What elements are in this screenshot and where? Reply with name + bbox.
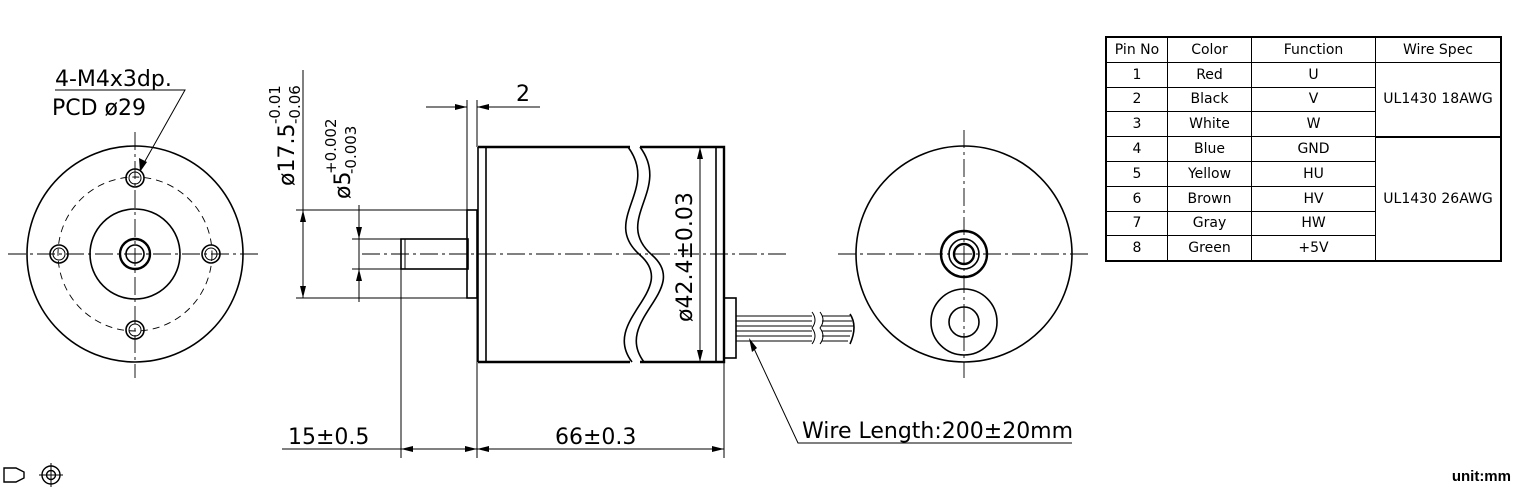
wire-spec-signal: UL1430 26AWG	[1375, 136, 1502, 262]
pin-cell: 3	[1105, 111, 1168, 138]
table-row: 1 Red U UL1430 18AWG	[1105, 61, 1502, 138]
color-cell: Green	[1167, 235, 1252, 262]
color-cell: Black	[1167, 86, 1252, 113]
header-wire-spec: Wire Spec	[1375, 36, 1502, 63]
pin-cell: 5	[1105, 160, 1168, 187]
shaft-tol-lower: -0.003	[342, 126, 360, 174]
pcd-label: PCD ø29	[52, 96, 146, 121]
table-row: 7 Gray HW	[1105, 210, 1501, 237]
projection-symbol-icon	[3, 463, 63, 487]
unit-label: unit:mm	[1451, 468, 1511, 485]
function-cell: HW	[1251, 210, 1376, 237]
function-cell: HU	[1251, 160, 1376, 187]
pin-cell: 6	[1105, 185, 1168, 212]
table-row: 8 Green +5V	[1105, 235, 1501, 262]
function-cell: +5V	[1251, 235, 1376, 262]
color-cell: Yellow	[1167, 160, 1252, 187]
header-function: Function	[1251, 36, 1376, 63]
rear-view	[838, 130, 1092, 378]
color-cell: Blue	[1167, 136, 1252, 162]
table-row: 2 Black V	[1105, 86, 1501, 113]
pin-cell: 2	[1105, 86, 1168, 113]
function-cell: W	[1251, 111, 1376, 138]
wire-spec-power: UL1430 18AWG	[1375, 61, 1502, 138]
wire-length-label: Wire Length:200±20mm	[802, 419, 1073, 444]
function-cell: U	[1251, 61, 1376, 88]
pin-cell: 7	[1105, 210, 1168, 237]
table-row: 4 Blue GND UL1430 26AWG	[1105, 136, 1502, 262]
color-cell: Brown	[1167, 185, 1252, 212]
table-row: 3 White W	[1105, 111, 1501, 138]
function-cell: GND	[1251, 136, 1376, 162]
table-row: 6 Brown HV	[1105, 185, 1501, 212]
color-cell: Red	[1167, 61, 1252, 88]
boss-diameter-label: ø17.5	[275, 124, 300, 186]
function-cell: HV	[1251, 185, 1376, 212]
pin-cell: 4	[1105, 136, 1168, 162]
front-view: 4-M4x3dp. PCD ø29	[8, 67, 262, 378]
header-color: Color	[1167, 36, 1252, 63]
pin-cell: 8	[1105, 235, 1168, 262]
pin-cell: 1	[1105, 61, 1168, 88]
shaft-diameter-label: ø5	[331, 172, 356, 199]
boss-tol-upper: -0.01	[266, 85, 284, 124]
boss-tol-lower: -0.06	[286, 85, 304, 124]
color-cell: White	[1167, 111, 1252, 138]
mount-holes-label: 4-M4x3dp.	[55, 67, 172, 92]
function-cell: V	[1251, 86, 1376, 113]
side-view: 2 ø17.5 -0.01 -0.06 ø5 +0.002 -0.003 ø42…	[266, 70, 1073, 458]
shaft-length-label: 15±0.5	[288, 425, 369, 450]
flange-thickness-label: 2	[516, 82, 530, 107]
pin-table: Pin No Color Function Wire Spec 1 Red U …	[1105, 36, 1502, 263]
table-row: 5 Yellow HU	[1105, 160, 1501, 187]
color-cell: Gray	[1167, 210, 1252, 237]
shaft-tol-upper: +0.002	[322, 118, 340, 174]
body-length-label: 66±0.3	[555, 425, 636, 450]
header-pin: Pin No	[1105, 36, 1168, 63]
body-diameter-label: ø42.4±0.03	[673, 192, 698, 322]
